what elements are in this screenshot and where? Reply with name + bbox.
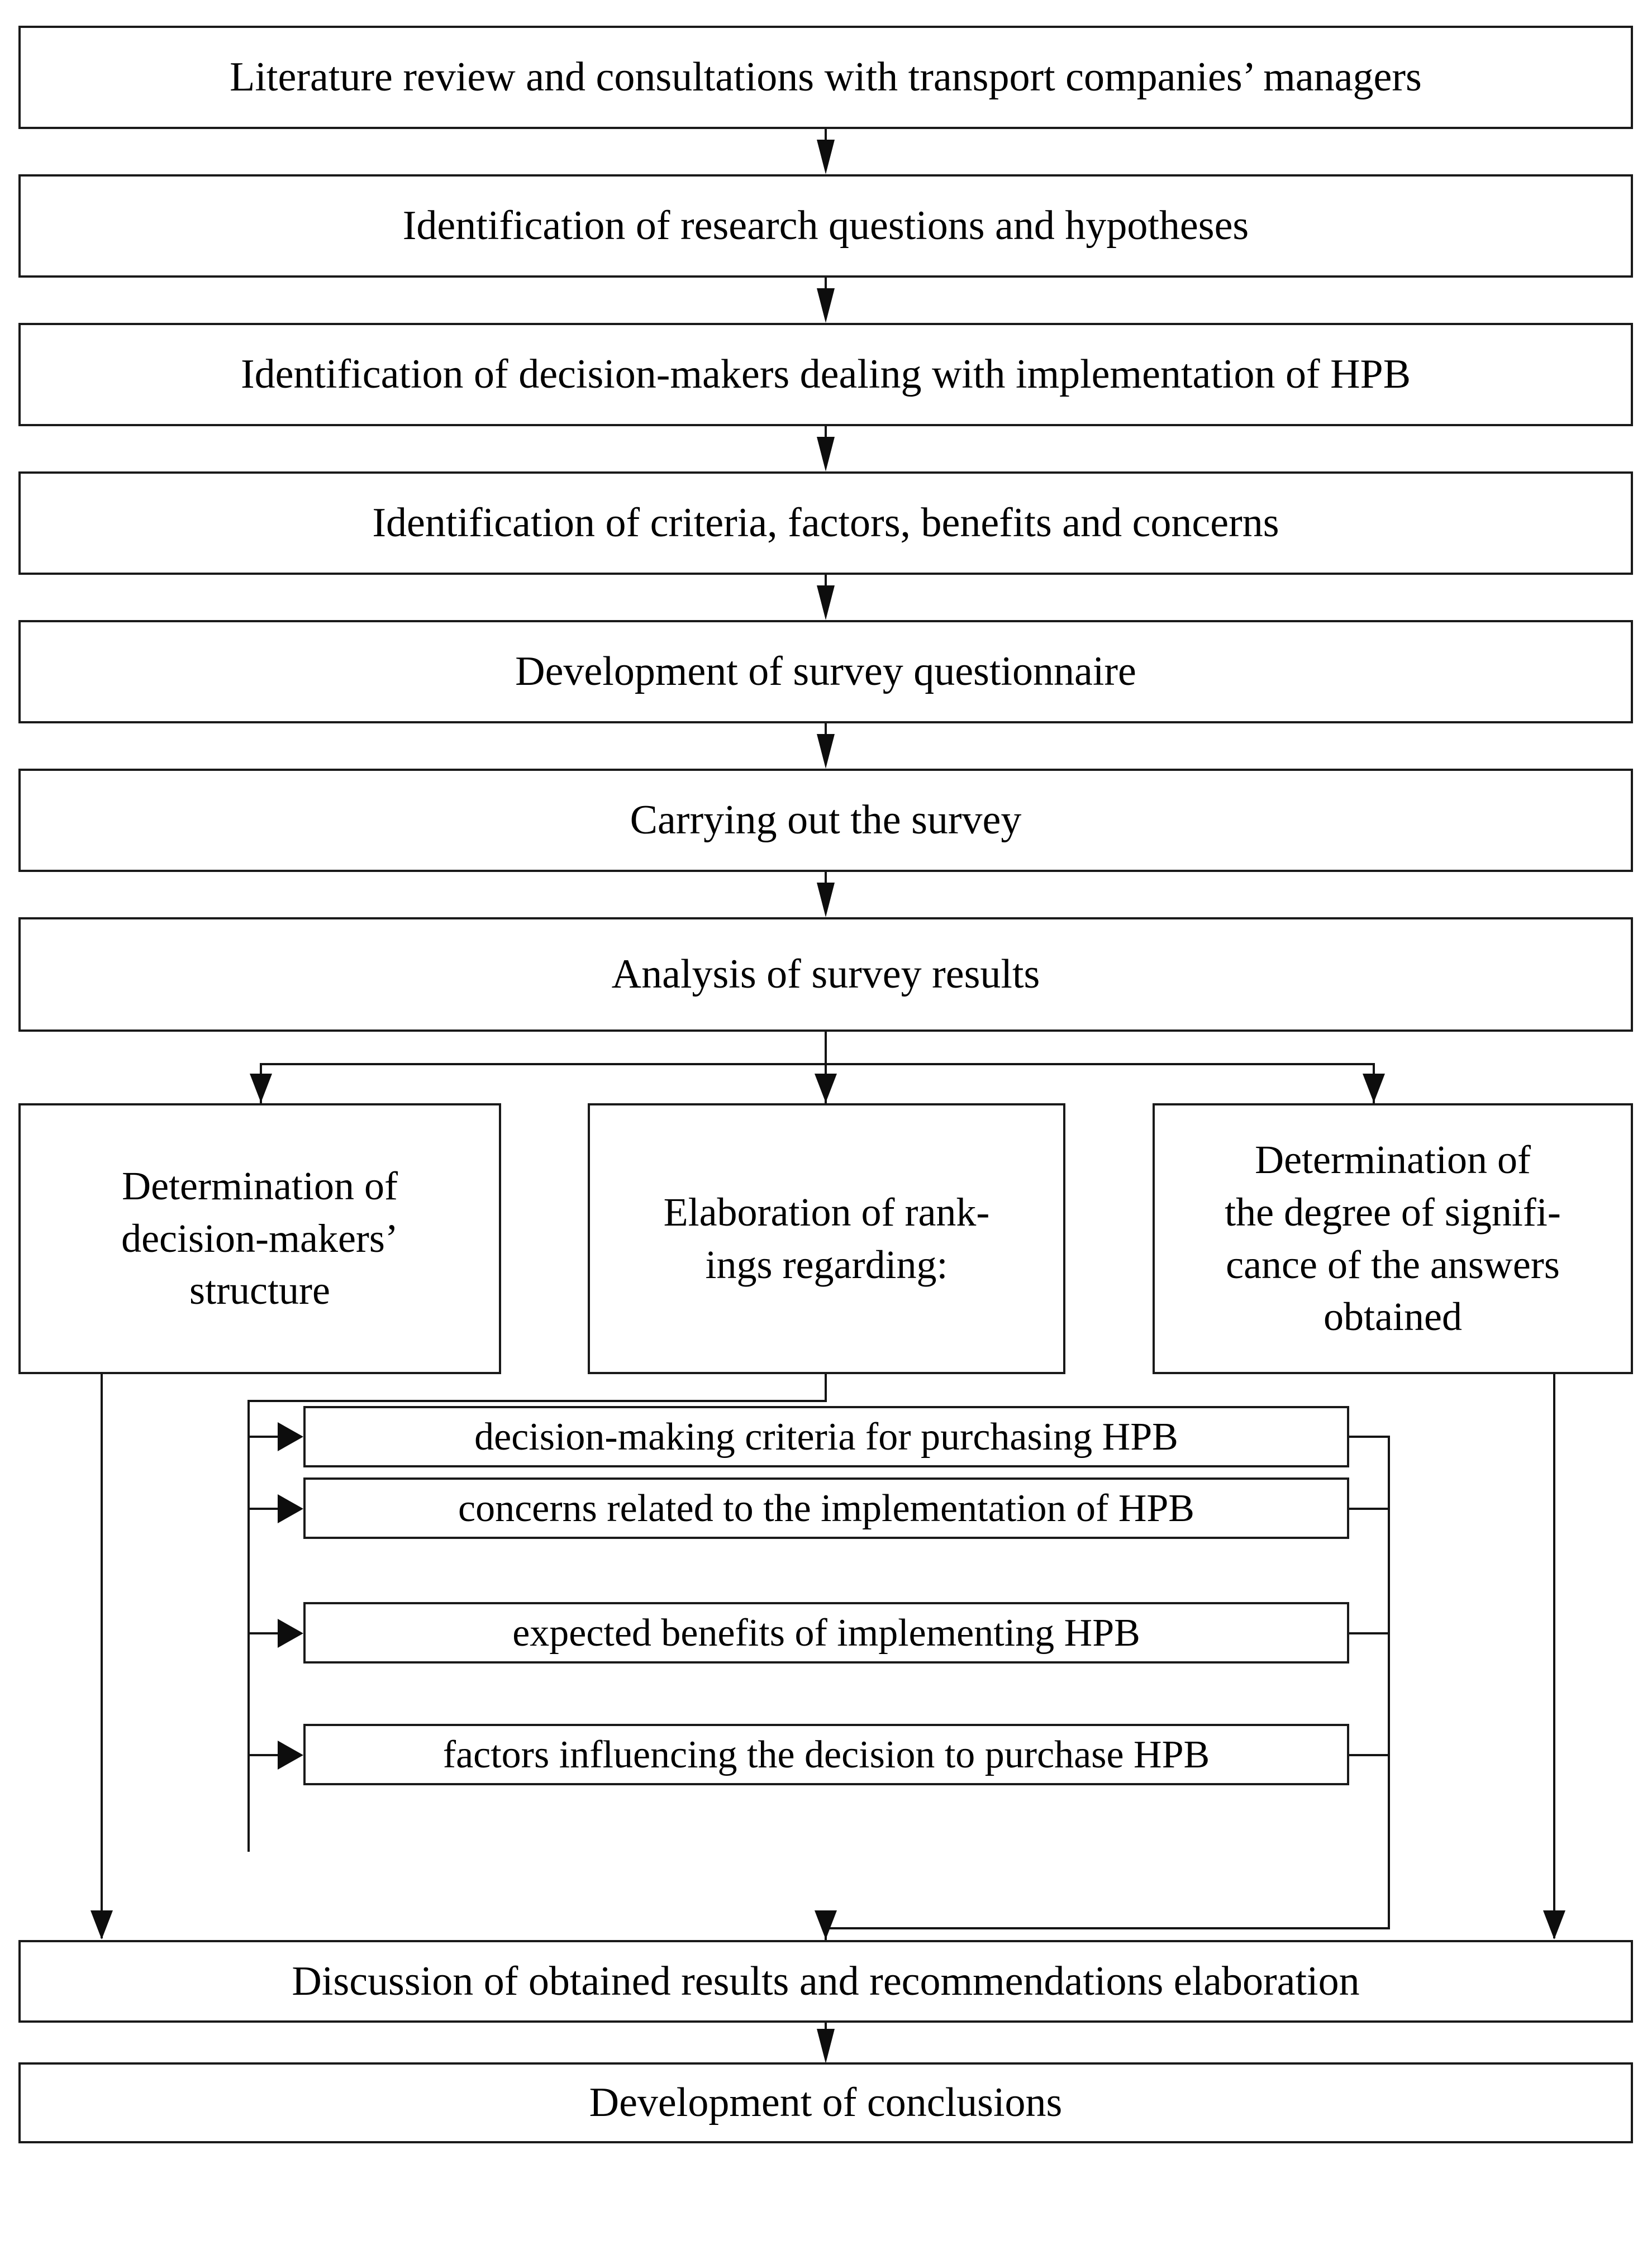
ranking-feeder-1 xyxy=(247,1436,284,1438)
arrow-right-icon-3 xyxy=(278,1619,303,1648)
split-stem-vertical xyxy=(825,1032,827,1065)
arrow-down-icon-branch-right xyxy=(1363,1074,1385,1103)
process-box-label: Literature review and consultations with… xyxy=(230,54,1422,101)
split-bus-horizontal xyxy=(260,1063,1375,1065)
process-box-step-6: Carrying out the survey xyxy=(18,769,1633,872)
process-box-branch-left: Determination of decision-makers’ struct… xyxy=(18,1103,501,1374)
arrow-down-icon-6 xyxy=(817,883,835,917)
ranking-box-2: concerns related to the implementation o… xyxy=(303,1477,1349,1539)
process-box-label: Elaboration of rank- ings regarding: xyxy=(663,1189,990,1287)
arrow-right-icon-1 xyxy=(278,1422,303,1451)
arrow-right-icon-4 xyxy=(278,1741,303,1770)
arrow-down-icon-discussion-right xyxy=(1543,1910,1565,1939)
process-box-branch-right: Determination of the degree of signifi- … xyxy=(1153,1103,1633,1374)
arrow-right-icon-2 xyxy=(278,1494,303,1523)
process-box-label: Development of survey questionnaire xyxy=(515,649,1136,695)
ranking-feeder-3 xyxy=(247,1632,284,1634)
arrow-down-icon-4 xyxy=(817,585,835,620)
process-box-label: Analysis of survey results xyxy=(611,951,1040,998)
ranking-collector-1 xyxy=(1349,1436,1390,1438)
arrow-down-icon-1 xyxy=(817,140,835,174)
arrow-down-icon-5 xyxy=(817,734,835,769)
process-box-step-1: Literature review and consultations with… xyxy=(18,26,1633,129)
drop-right-to-discussion xyxy=(1553,1374,1555,1938)
ranking-bus-horizontal xyxy=(247,1400,827,1402)
ranking-collector-3 xyxy=(1349,1632,1390,1634)
process-box-label: Determination of decision-makers’ struct… xyxy=(121,1164,398,1313)
process-box-label: Identification of research questions and… xyxy=(402,203,1249,249)
ranking-collector-4 xyxy=(1349,1754,1390,1756)
process-box-label: Identification of criteria, factors, ben… xyxy=(372,500,1279,546)
arrow-down-icon-2 xyxy=(817,288,835,323)
ranking-bus-left-rail xyxy=(247,1400,250,1852)
process-box-branch-center: Elaboration of rank- ings regarding: xyxy=(588,1103,1065,1374)
ranking-box-1: decision-making criteria for purchasing … xyxy=(303,1406,1349,1467)
process-box-label: Discussion of obtained results and recom… xyxy=(292,1958,1360,2004)
process-box-label: Determination of the degree of signifi- … xyxy=(1225,1137,1561,1340)
ranking-box-label: concerns related to the implementation o… xyxy=(458,1486,1194,1530)
process-box-label: Identification of decision-makers dealin… xyxy=(240,351,1411,398)
process-box-step-7: Analysis of survey results xyxy=(18,917,1633,1032)
ranking-collector-rail xyxy=(1388,1436,1390,1929)
ranking-box-label: decision-making criteria for purchasing … xyxy=(474,1415,1178,1459)
process-box-label: Carrying out the survey xyxy=(630,797,1022,843)
process-box-label: Development of conclusions xyxy=(589,2080,1063,2126)
process-box-step-4: Identification of criteria, factors, ben… xyxy=(18,471,1633,575)
ranking-feeder-2 xyxy=(247,1508,284,1510)
arrow-down-icon-3 xyxy=(817,437,835,471)
process-box-final-2: Development of conclusions xyxy=(18,2062,1633,2143)
arrow-down-icon-discussion-center xyxy=(815,1910,837,1939)
arrow-down-icon-branch-center xyxy=(815,1074,837,1103)
process-box-final-1: Discussion of obtained results and recom… xyxy=(18,1940,1633,2023)
drop-left-to-discussion xyxy=(101,1374,103,1938)
process-box-step-3: Identification of decision-makers dealin… xyxy=(18,323,1633,426)
ranking-collector-2 xyxy=(1349,1508,1390,1510)
ranking-box-3: expected benefits of implementing HPB xyxy=(303,1602,1349,1664)
arrow-down-icon-branch-left xyxy=(250,1074,272,1103)
ranking-stem-vertical xyxy=(825,1374,827,1402)
arrow-down-icon-final xyxy=(817,2029,835,2063)
ranking-box-label: factors influencing the decision to purc… xyxy=(442,1733,1210,1776)
ranking-collector-bottom xyxy=(825,1927,1390,1929)
ranking-feeder-4 xyxy=(247,1754,284,1756)
ranking-box-4: factors influencing the decision to purc… xyxy=(303,1724,1349,1785)
ranking-box-label: expected benefits of implementing HPB xyxy=(512,1611,1140,1655)
arrow-down-icon-discussion-left xyxy=(91,1910,113,1939)
process-box-step-2: Identification of research questions and… xyxy=(18,174,1633,278)
process-box-step-5: Development of survey questionnaire xyxy=(18,620,1633,723)
